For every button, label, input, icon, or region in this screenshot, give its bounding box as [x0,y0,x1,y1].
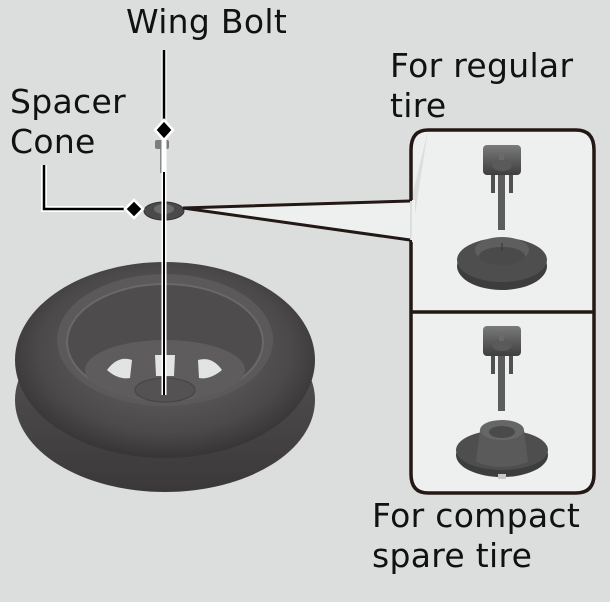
regular-tire-label: For regular tire [390,46,573,126]
wing-bolt-marker-icon [153,118,175,142]
spacer-cone-marker-icon [123,198,145,220]
compact-spacer-cone [456,420,548,479]
regular-spacer-cone [457,237,547,290]
spacer-cone-leader-outline [41,165,124,212]
spacer-cone-label-line1: Spacer [10,82,126,121]
regular-tire-label-line2: tire [390,86,447,125]
regular-wing-bolt [483,145,521,230]
compact-wing-bolt [483,326,521,411]
callout-wedge-outline [182,199,411,242]
regular-tire-label-line1: For regular [390,46,574,85]
wing-bolt-label: Wing Bolt [126,2,287,42]
compact-tire-label-line2: spare tire [372,536,533,575]
callout-wedge [183,201,410,240]
spacer-cone-label: Spacer Cone [10,82,126,162]
spacer-cone-label-line2: Cone [10,122,96,161]
compact-tire-label-line1: For compact [372,496,581,535]
wheel-spoke-hole [198,359,222,379]
spacer-cone-leader [42,165,124,211]
wheel-spoke-hole [107,358,132,379]
wing-bolt-label-text: Wing Bolt [126,2,288,41]
compact-tire-label: For compact spare tire [372,496,580,576]
